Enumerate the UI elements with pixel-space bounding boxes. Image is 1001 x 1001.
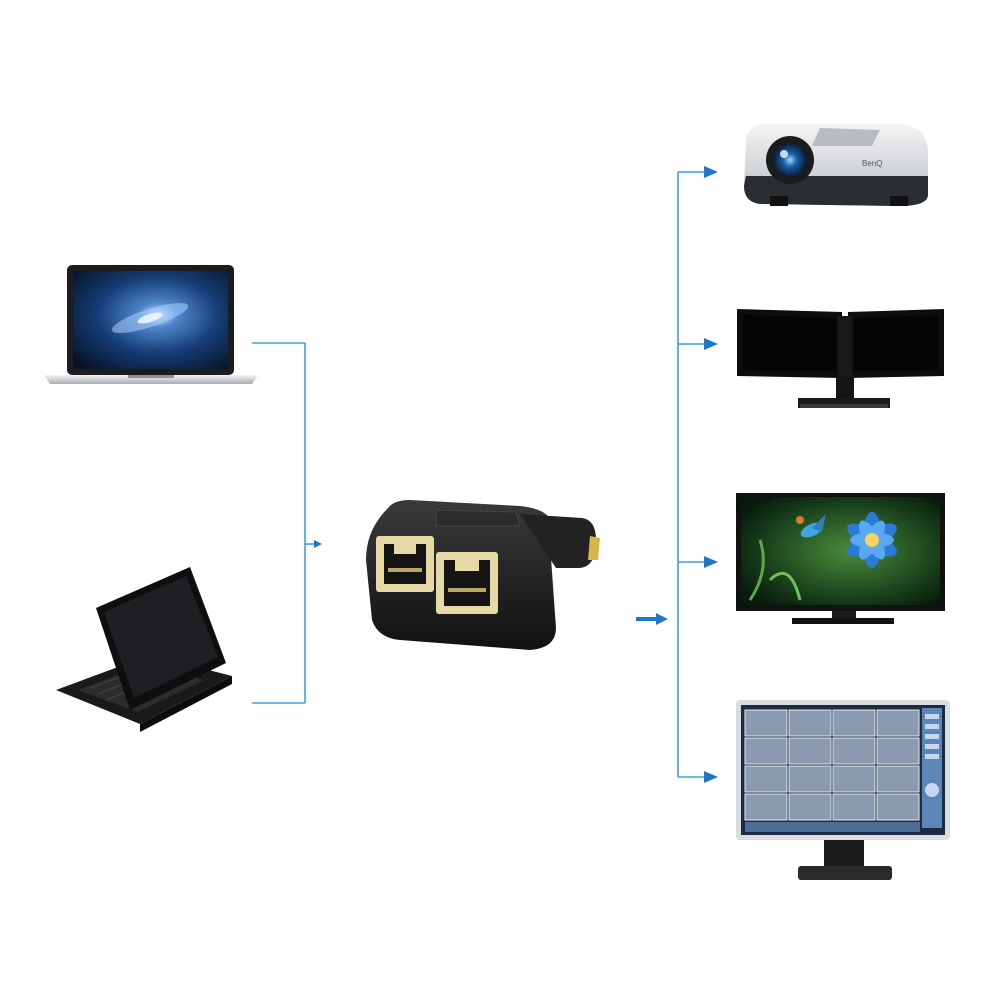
tv-icon [736, 493, 945, 624]
arrow-icon [704, 338, 718, 350]
arrow-icon [656, 613, 668, 625]
arrow-icon [704, 166, 718, 178]
flower-icon [847, 512, 897, 568]
input-connector [252, 342, 320, 704]
camera-grid [744, 709, 920, 821]
arrow-icon [314, 540, 322, 548]
bird-icon [796, 514, 826, 538]
arrow-icon [704, 556, 718, 568]
mini-laptop-icon [56, 567, 232, 732]
arrow-icon [704, 771, 718, 783]
arrow-icon [636, 617, 658, 621]
output-connector [677, 171, 712, 778]
projector-icon: BenQ [744, 124, 928, 206]
rj45-splitter-icon [366, 500, 600, 650]
rj45-port [376, 536, 434, 592]
projector-brand-label: BenQ [862, 159, 882, 168]
cctv-monitor-icon [736, 700, 950, 880]
rj45-port [436, 552, 498, 614]
laptop-icon [44, 265, 258, 384]
dual-monitor-icon [737, 309, 944, 408]
